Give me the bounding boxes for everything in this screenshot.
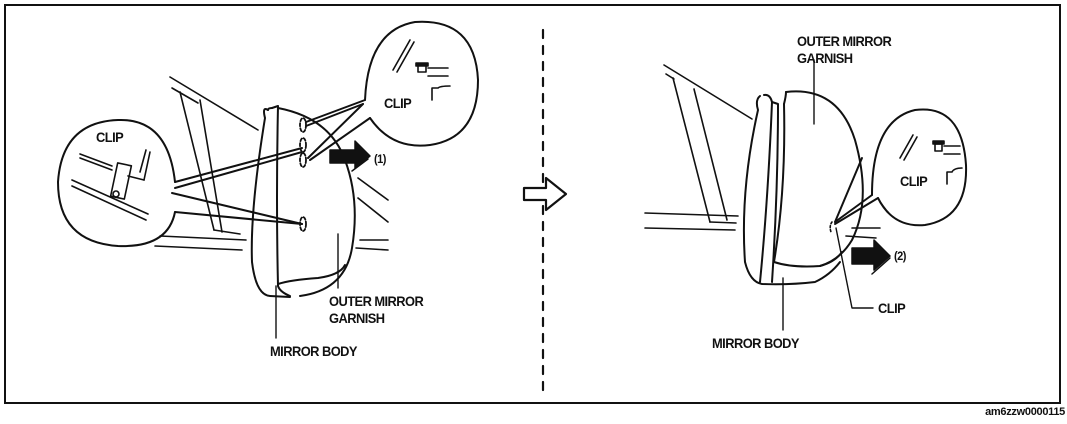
clip-detail-top — [392, 39, 451, 101]
mirror-body-left — [250, 105, 291, 298]
callout-left-clip-label: CLIP — [96, 129, 124, 145]
left-panel-artwork — [57, 20, 479, 339]
leader-clip-right — [835, 227, 874, 309]
door-frame-lines — [154, 76, 389, 251]
mirror-body-right — [742, 93, 843, 286]
clip-leader-label: CLIP — [878, 300, 906, 316]
door-frame-lines-right — [644, 64, 881, 239]
callout-right-clip-label: CLIP — [900, 173, 928, 189]
garnish-label-right-line2: GARNISH — [797, 50, 853, 66]
clip-detail-left — [71, 149, 151, 221]
figure-frame — [4, 4, 1061, 404]
step-arrow-2-icon — [851, 239, 891, 275]
callout-circle-right — [834, 108, 968, 227]
callout-circle-top — [305, 20, 479, 161]
step-arrow-1-icon — [329, 140, 371, 172]
step-1-label: (1) — [374, 152, 386, 166]
outer-mirror-garnish-left — [277, 107, 356, 297]
step-2-label: (2) — [894, 249, 906, 263]
right-panel-artwork — [644, 59, 968, 331]
transition-arrow-icon — [522, 176, 568, 212]
callout-top-clip-label: CLIP — [384, 95, 412, 111]
outer-mirror-garnish-right — [783, 90, 864, 267]
figure-id-caption: am6zzw0000115 — [985, 406, 1065, 418]
mirror-body-label-left: MIRROR BODY — [270, 343, 358, 359]
garnish-label-right-line1: OUTER MIRROR — [797, 33, 892, 49]
callout-circle-left — [57, 118, 303, 248]
mirror-body-label-right: MIRROR BODY — [712, 335, 800, 351]
clip-marks-left — [299, 117, 307, 232]
clip-detail-right — [899, 134, 963, 185]
clip-mark-right — [829, 221, 833, 233]
garnish-label-left-line2: GARNISH — [329, 310, 385, 326]
garnish-label-left-line1: OUTER MIRROR — [329, 293, 424, 309]
